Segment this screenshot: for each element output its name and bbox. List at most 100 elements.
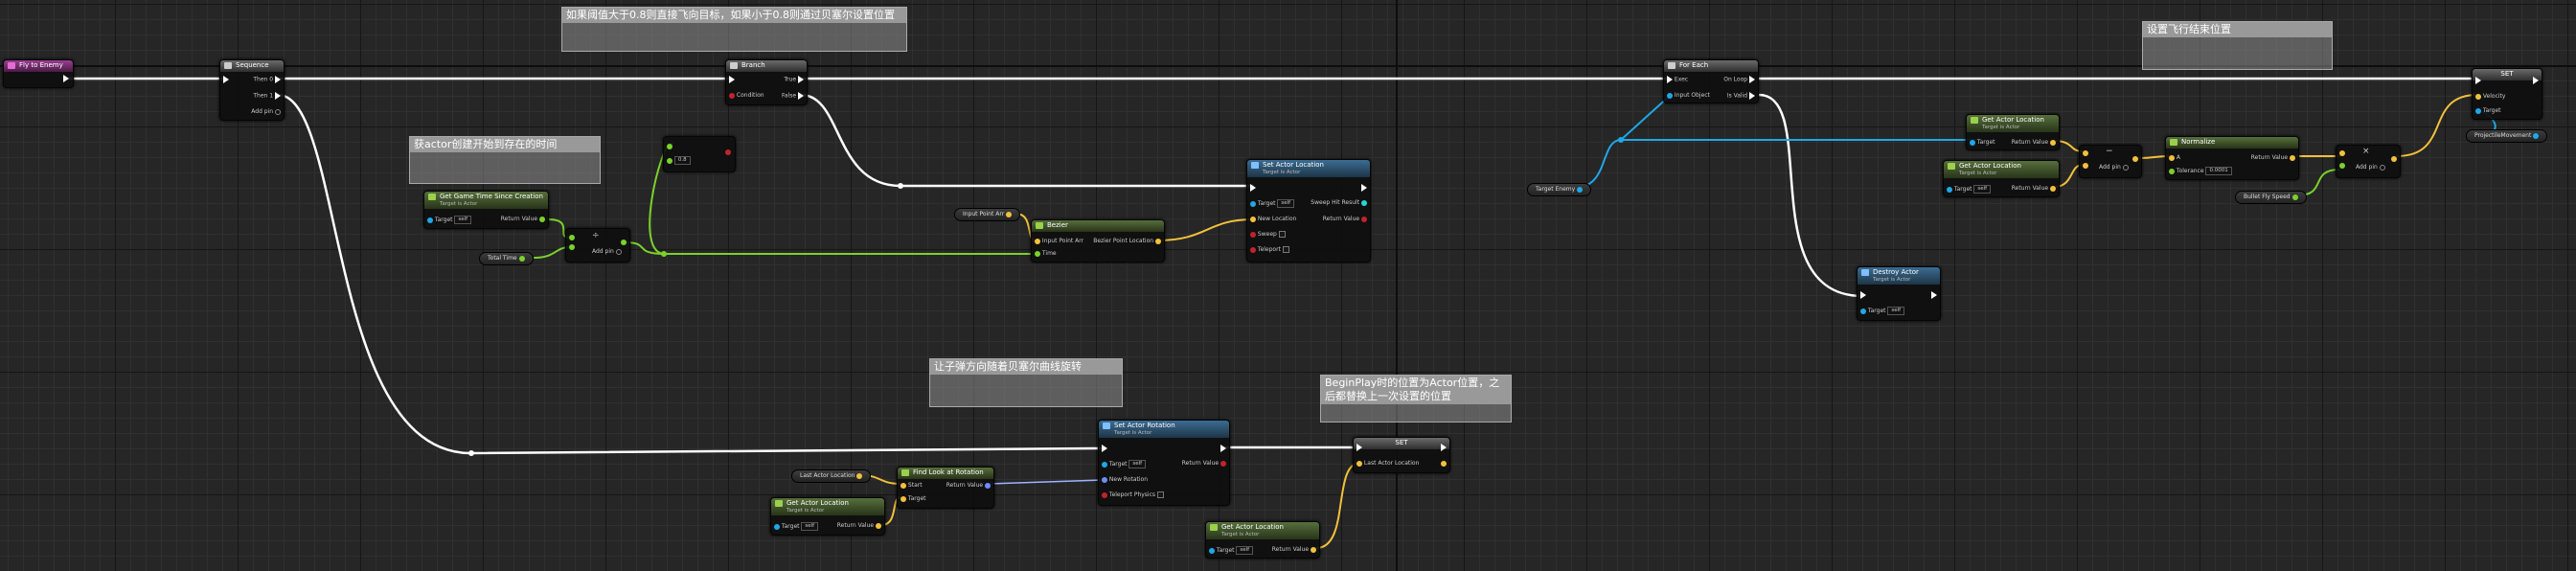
new-location-pin[interactable]: New Location — [1250, 216, 1296, 223]
self-field[interactable]: self — [1236, 546, 1254, 555]
teleport-checkbox[interactable] — [1282, 246, 1289, 253]
variable-projectile-movement[interactable]: ProjectileMovement — [2466, 129, 2548, 143]
variable-last-actor-location[interactable]: Last Actor Location — [791, 469, 872, 483]
node-compare[interactable]: 0.8 — [663, 136, 736, 172]
target-pin[interactable]: Target — [1970, 139, 1995, 147]
comment-box-threshold[interactable]: 如果阈值大于0.8则直接飞向目标，如果小于0.8则通过贝塞尔设置位置 — [561, 7, 907, 52]
node-multiply[interactable]: × Add pin — [2336, 145, 2401, 178]
divide-a-pin[interactable] — [569, 234, 575, 241]
target-pin[interactable]: Target self — [427, 216, 472, 224]
sweep-checkbox[interactable] — [1278, 231, 1286, 238]
start-pin[interactable]: Start — [900, 482, 923, 490]
last-actor-location-pin[interactable]: Last Actor Location — [1356, 460, 1419, 468]
self-field[interactable]: self — [1128, 460, 1147, 468]
sequence-then0-pin[interactable]: Then 0 — [253, 76, 281, 84]
return-value-pin[interactable]: Return Value — [2012, 139, 2056, 147]
sweep-hit-result-pin[interactable]: Sweep Hit Result — [1311, 199, 1367, 207]
comment-box-fly-end[interactable]: 设置飞行结束位置 — [2142, 21, 2333, 70]
subtract-b-pin[interactable] — [2083, 162, 2088, 170]
input-point-arr-pin[interactable]: Input Point Arr — [1035, 238, 1083, 245]
target-pin[interactable]: Target self — [1860, 307, 1905, 315]
add-pin-button[interactable]: Add pin — [2356, 164, 2385, 171]
add-pin-button[interactable]: Add pin — [592, 248, 622, 256]
exec-in-pin[interactable]: Exec — [1667, 76, 1688, 84]
true-pin[interactable]: True — [784, 76, 804, 84]
tolerance-pin[interactable]: Tolerance 0.0001 — [2169, 167, 2232, 175]
reroute-node[interactable] — [1618, 137, 1624, 143]
target-pin[interactable]: Target self — [1947, 185, 1992, 194]
exec-out-pin[interactable] — [1441, 444, 1447, 452]
new-rotation-pin[interactable]: New Rotation — [1102, 476, 1148, 484]
reroute-node[interactable] — [661, 251, 667, 257]
variable-input-point-arr[interactable]: Input Point Arr — [954, 208, 1021, 221]
node-find-look-at-rotation[interactable]: Find Look at Rotation Start Target Retur… — [897, 467, 994, 509]
exec-in-pin[interactable] — [1356, 444, 1362, 452]
exec-in-pin[interactable] — [729, 76, 735, 84]
compare-b-pin[interactable]: 0.8 — [667, 156, 691, 165]
variable-total-time[interactable]: Total Time — [479, 252, 534, 265]
reroute-node[interactable] — [468, 450, 474, 456]
tolerance-field[interactable]: 0.0001 — [2205, 167, 2232, 175]
return-value-pin[interactable]: Return Value — [837, 522, 881, 530]
node-bezier[interactable]: Bezier Input Point Arr Time Bezier Point… — [1031, 219, 1165, 263]
target-pin[interactable]: Target self — [1209, 546, 1254, 555]
add-pin-button[interactable]: Add pin — [2099, 164, 2129, 171]
exec-in-pin[interactable] — [1250, 184, 1256, 193]
multiply-b-pin[interactable] — [2339, 162, 2345, 170]
node-set-velocity[interactable]: SET Velocity Target — [2472, 68, 2542, 120]
node-branch[interactable]: Branch Condition True False — [725, 59, 808, 105]
node-set-last-actor-location[interactable]: SET Last Actor Location — [1353, 437, 1450, 473]
add-pin-button[interactable]: Add pin — [251, 108, 281, 116]
variable-bullet-fly-speed[interactable]: Bullet Fly Speed — [2235, 191, 2307, 204]
comment-box-rotation[interactable]: 让子弹方向随着贝塞尔曲线旋转 — [929, 358, 1123, 407]
self-field[interactable]: self — [1973, 185, 1992, 194]
compare-a-pin[interactable] — [667, 143, 672, 150]
sweep-pin[interactable]: Sweep — [1250, 231, 1286, 239]
return-value-pin[interactable]: Return Value — [2251, 154, 2295, 162]
exec-out-pin[interactable] — [1931, 291, 1937, 300]
exec-in-pin[interactable] — [223, 76, 229, 84]
event-fly-to-enemy[interactable]: Fly to Enemy — [3, 59, 74, 88]
return-value-pin[interactable]: Return Value — [1323, 216, 1367, 223]
reroute-node[interactable] — [898, 183, 903, 189]
comment-box-last-location[interactable]: BeginPlay时的位置为Actor位置，之后都替换上一次设置的位置 — [1320, 375, 1512, 423]
return-value-pin[interactable]: Return Value — [2012, 185, 2056, 193]
node-subtract[interactable]: − Add pin — [2079, 145, 2142, 178]
compare-value-field[interactable]: 0.8 — [673, 156, 691, 165]
set-out-pin[interactable] — [1441, 460, 1447, 468]
target-pin[interactable]: Target self — [1250, 199, 1295, 208]
exec-out-pin[interactable] — [1361, 184, 1367, 193]
subtract-a-pin[interactable] — [2083, 149, 2088, 157]
normalize-a-pin[interactable]: A — [2169, 154, 2180, 162]
node-normalize[interactable]: Normalize A Tolerance 0.0001 Return Valu… — [2165, 136, 2299, 180]
multiply-a-pin[interactable] — [2339, 149, 2345, 157]
return-value-pin[interactable]: Return Value — [1182, 460, 1226, 468]
teleport-physics-pin[interactable]: Teleport Physics — [1102, 491, 1164, 499]
compare-out-pin[interactable] — [725, 148, 731, 156]
exec-in-pin[interactable] — [2475, 77, 2481, 85]
self-field[interactable]: self — [1887, 307, 1905, 315]
return-value-pin[interactable]: Return Value — [1272, 546, 1316, 554]
multiply-out-pin[interactable] — [2391, 155, 2397, 163]
sequence-then1-pin[interactable]: Then 1 — [253, 92, 281, 101]
node-sequence[interactable]: Sequence Then 0 Then 1 Add pin — [219, 59, 285, 121]
exec-in-pin[interactable] — [1102, 445, 1107, 453]
target-pin[interactable]: Target — [2475, 107, 2500, 115]
self-field[interactable]: self — [1277, 199, 1295, 208]
exec-out-pin[interactable] — [63, 75, 69, 83]
self-field[interactable]: self — [454, 216, 472, 224]
divide-b-pin[interactable] — [569, 243, 575, 251]
exec-out-pin[interactable] — [1220, 445, 1226, 453]
on-loop-pin[interactable]: On Loop — [1723, 76, 1755, 84]
return-value-pin[interactable]: Return Value — [501, 216, 545, 223]
exec-out-pin[interactable] — [2533, 77, 2539, 85]
teleport-physics-checkbox[interactable] — [1156, 491, 1164, 498]
